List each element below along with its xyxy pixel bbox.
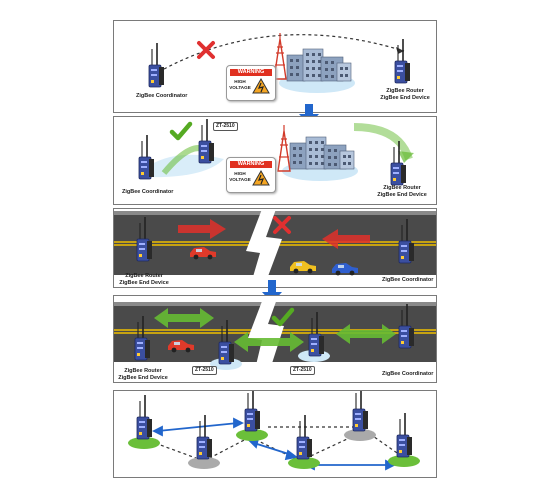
- repeater-router-icon: [198, 118, 215, 164]
- node-base: [188, 457, 220, 469]
- router-label: ZigBee Router ZigBee End Device: [376, 88, 434, 101]
- road-break: [246, 209, 282, 287]
- mesh-router-icon: [136, 394, 153, 440]
- warning-text-line1: HIGH: [234, 79, 246, 84]
- router-label: ZigBee Router ZigBee End Device: [114, 273, 174, 286]
- warning-text-line2: VOLTAGE: [229, 84, 251, 90]
- router-label-line1: ZigBee Router: [124, 368, 162, 374]
- panel-mesh-network: [113, 390, 437, 478]
- router-label: ZigBee Router ZigBee End Device: [372, 185, 432, 198]
- coordinator-router-icon: [138, 134, 155, 180]
- router-label-line1: ZigBee Router: [383, 185, 421, 191]
- down-arrow-icon: [299, 104, 319, 125]
- panel-road-repeaters: ZigBee Router ZigBee End Device ZT-2510 …: [113, 295, 437, 383]
- green-arrow-both-icon: [154, 308, 214, 328]
- check-icon: [172, 124, 190, 138]
- node-base: [236, 429, 268, 441]
- tower-icon: [277, 124, 291, 172]
- router-label-line2: ZigBee End Device: [377, 191, 427, 198]
- warning-title: WARNING: [230, 161, 272, 168]
- repeater-tag-right: ZT-2510: [290, 366, 315, 375]
- green-arrowhead-icon: [398, 151, 414, 163]
- coordinator-label: ZigBee Coordinator: [136, 93, 188, 99]
- router-label-line1: ZigBee Router: [125, 273, 163, 279]
- mesh-router-icon: [352, 391, 369, 432]
- node-base: [288, 457, 320, 469]
- warning-sign: WARNING HIGH VOLTAGE: [226, 65, 276, 101]
- warning-text: HIGH VOLTAGE: [229, 79, 251, 90]
- panel-blocked-by-building: ZigBee Coordinator ZigBee Router ZigBee …: [113, 20, 437, 113]
- mesh-router-icon: [296, 414, 313, 460]
- end-device-router-icon: [394, 38, 411, 84]
- mesh-router-icon: [196, 414, 213, 460]
- warning-text-line1: HIGH: [234, 171, 246, 176]
- building-icon: [281, 136, 359, 182]
- mesh-router-icon: [396, 412, 413, 458]
- warning-text: HIGH VOLTAGE: [229, 171, 251, 182]
- panel-repeater-bypass: ZT-2510 ZigBee Coordinator ZigBee Router…: [113, 116, 437, 205]
- warning-sign: WARNING HIGH VOLTAGE: [226, 157, 276, 193]
- router-label: ZigBee Router ZigBee End Device: [114, 368, 172, 381]
- coordinator-label: ZigBee Coordinator: [382, 371, 434, 377]
- router-label-line2: ZigBee End Device: [118, 374, 168, 381]
- coordinator-router-icon: [148, 42, 165, 88]
- router-label-line2: ZigBee End Device: [119, 279, 169, 286]
- panel-road-blocked: ZigBee Router ZigBee End Device ZigBee C…: [113, 208, 437, 288]
- green-arrow-both-icon: [336, 324, 396, 344]
- building-icon: [278, 48, 356, 94]
- node-base: [128, 437, 160, 449]
- router-label-line2: ZigBee End Device: [380, 94, 430, 101]
- warning-text-line2: VOLTAGE: [229, 176, 251, 182]
- red-arrow-right-icon: [178, 219, 226, 239]
- green-arrow-both-icon: [234, 332, 304, 352]
- cross-icon: [197, 41, 215, 59]
- warning-icon: [252, 170, 270, 186]
- coordinator-label: ZigBee Coordinator: [122, 189, 174, 195]
- red-arrow-left-icon: [322, 229, 370, 249]
- mesh-router-icon: [244, 391, 261, 432]
- router-label-line1: ZigBee Router: [386, 88, 424, 94]
- node-base: [344, 429, 376, 441]
- warning-icon: [252, 78, 270, 94]
- repeater-tag-left: ZT-2510: [192, 366, 217, 375]
- repeater-tag: ZT-2510: [213, 122, 238, 131]
- warning-title: WARNING: [230, 69, 272, 76]
- signal-path: [163, 34, 405, 70]
- coordinator-label: ZigBee Coordinator: [382, 277, 434, 283]
- node-base: [388, 455, 420, 467]
